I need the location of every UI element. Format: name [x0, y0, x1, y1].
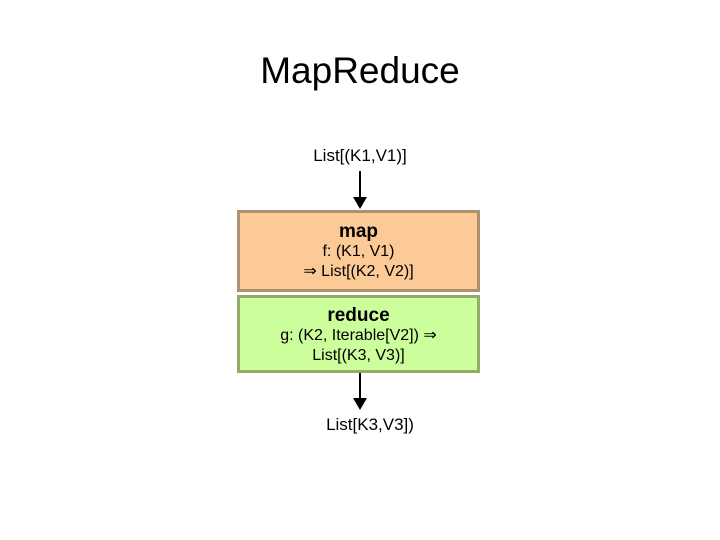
- map-function-signature-line2: ⇒ List[(K2, V2)]: [303, 262, 414, 280]
- reduce-box-title: reduce: [327, 305, 390, 326]
- map-function-signature-line1: f: (K1, V1): [322, 243, 395, 260]
- arrow-shaft: [359, 171, 361, 197]
- input-type-label: List[(K1,V1)]: [313, 146, 407, 165]
- arrow-head: [353, 197, 367, 209]
- reduce-function-signature-line1: g: (K2, Iterable[V2]) ⇒: [280, 327, 437, 344]
- output-type-label: List[K3,V3]): [326, 415, 414, 434]
- arrow-shaft: [359, 373, 361, 398]
- page-title: MapReduce: [260, 50, 460, 91]
- reduce-function-signature-line2: List[(K3, V3)]: [312, 346, 405, 364]
- map-stage-box: map f: (K1, V1) ⇒ List[(K2, V2)]: [237, 210, 480, 292]
- map-box-title: map: [338, 221, 379, 242]
- reduce-stage-box: reduce g: (K2, Iterable[V2]) ⇒ List[(K3,…: [237, 295, 480, 373]
- arrow-head: [353, 398, 367, 410]
